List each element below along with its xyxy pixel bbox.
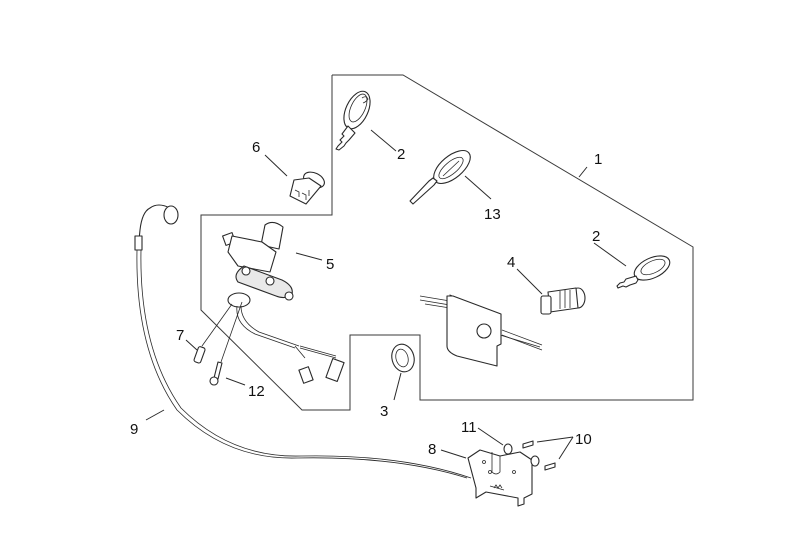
ring-nut-icon[interactable] [389,342,417,375]
shear-bolt-icon[interactable] [193,303,233,364]
lock-plate-icon[interactable] [467,449,533,507]
screws-icon[interactable] [522,440,556,471]
callout-6: 6 [252,139,260,156]
bushing-icon[interactable] [503,443,540,467]
cap-icon[interactable] [289,169,327,205]
callout-5: 5 [326,256,334,273]
key-top-icon[interactable] [335,87,375,151]
callout-2-top: 2 [397,146,405,163]
screw-icon[interactable] [209,301,243,386]
callout-1: 1 [594,151,602,168]
callout-7: 7 [176,327,184,344]
callout-13: 13 [484,206,501,223]
callout-4: 4 [507,254,515,271]
callout-11: 11 [461,419,477,436]
kit-outline-frame [200,74,694,411]
callout-8: 8 [428,441,436,458]
callout-10: 10 [575,431,592,448]
callout-9: 9 [130,421,138,438]
ignition-switch-icon[interactable] [222,221,345,384]
leader-lines [145,129,627,460]
transponder-key-icon[interactable] [409,144,476,205]
callout-3: 3 [380,403,388,420]
callout-2-right: 2 [592,228,600,245]
cable-icon[interactable] [134,204,484,494]
mounting-bracket-icon [419,294,543,367]
lock-cylinder-icon[interactable] [540,287,586,315]
key-right-icon[interactable] [616,251,673,289]
callout-12: 12 [248,383,265,400]
